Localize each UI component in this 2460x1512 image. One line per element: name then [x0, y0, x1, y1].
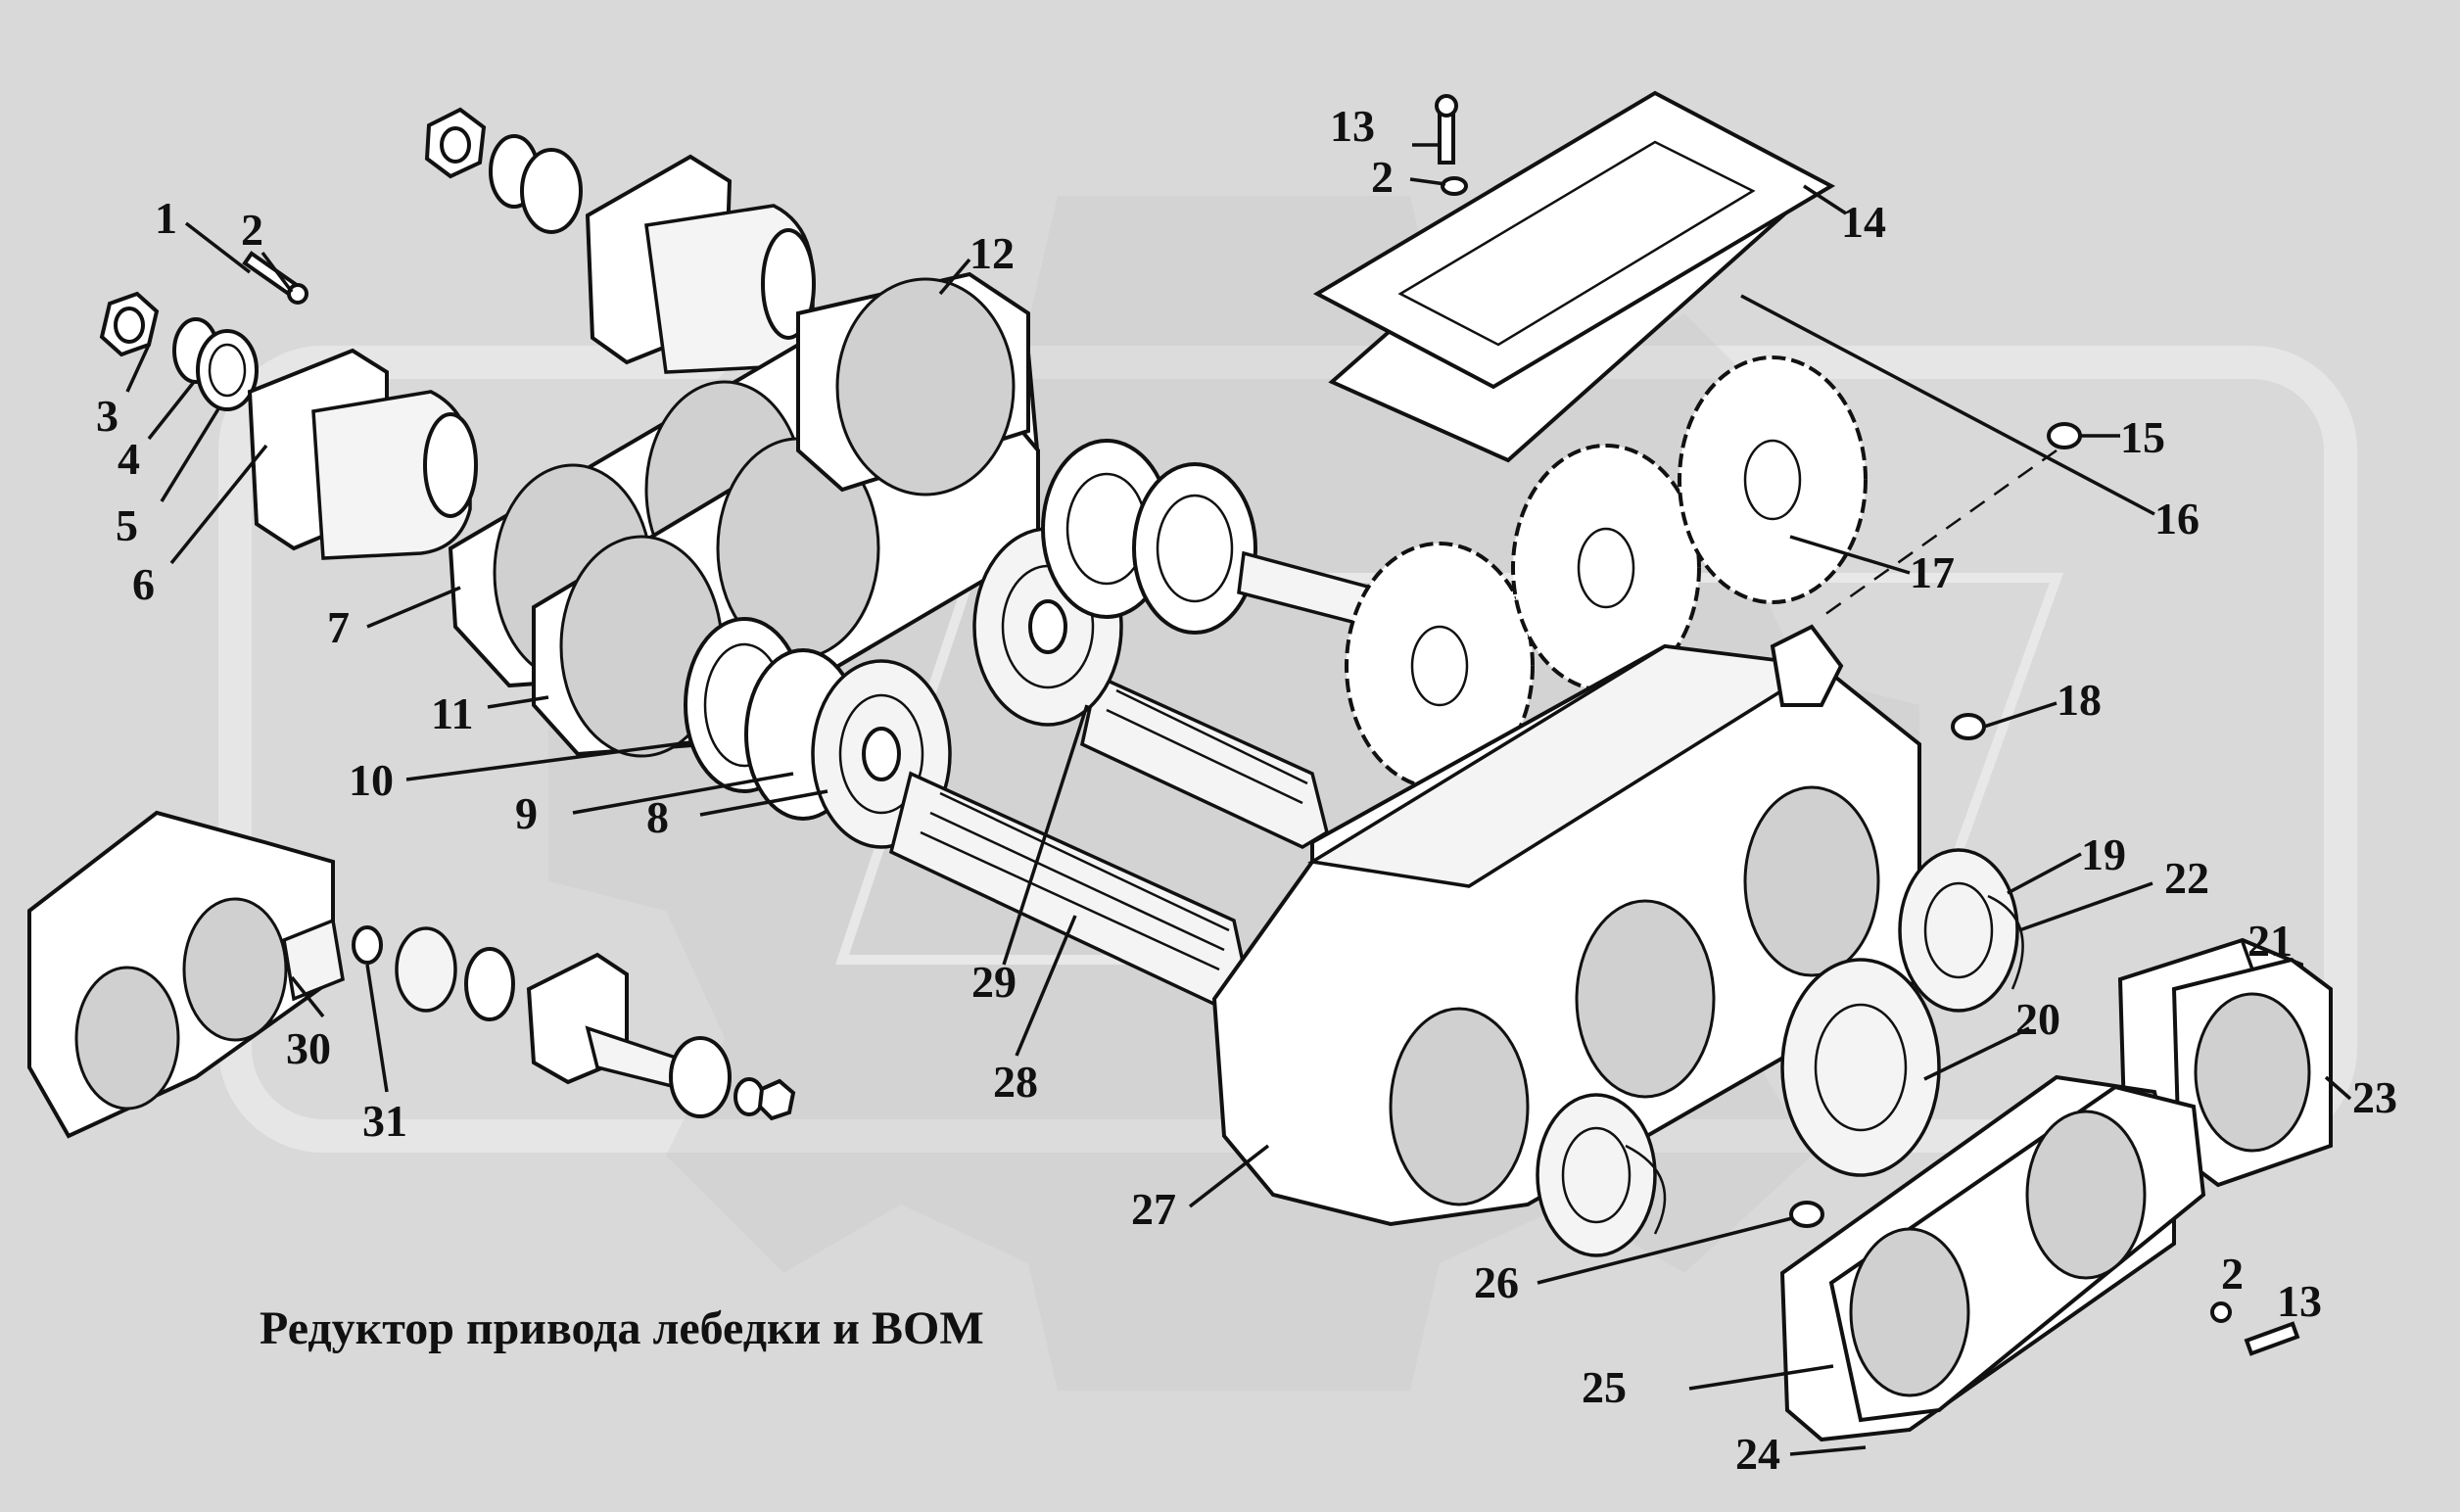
bolt-13-bottom	[2244, 1321, 2300, 1356]
gear-17	[1678, 355, 1868, 604]
callout-19: 19	[2081, 829, 2126, 879]
callout-14: 14	[1841, 197, 1886, 247]
gasket-set	[448, 271, 1041, 758]
plug-15	[2047, 422, 2082, 449]
right-bearings	[1536, 848, 2024, 1257]
callout-22: 22	[2164, 853, 2209, 903]
callout-9: 9	[515, 788, 538, 838]
input-flange-assembly	[99, 251, 478, 560]
callout-4: 4	[118, 434, 140, 484]
housing-bore-b	[1575, 899, 1716, 1099]
bearing-upper-b	[1132, 462, 1257, 635]
callout-2-bottom: 2	[2221, 1249, 2244, 1299]
circlip-lower	[1625, 1144, 1667, 1235]
callout-20: 20	[2015, 994, 2060, 1044]
diagram-caption: Редуктор привода лебедки и ВОМ	[260, 1302, 984, 1354]
ring-31	[352, 925, 383, 965]
leader-lines	[125, 143, 2352, 1456]
callout-27: 27	[1131, 1184, 1176, 1234]
callout-13-bottom: 13	[2277, 1276, 2322, 1326]
upper-flange-assembly	[424, 107, 816, 374]
callout-5: 5	[116, 500, 138, 550]
gasket-12-hole	[835, 277, 1016, 496]
right-covers	[1779, 937, 2333, 1442]
housing-bore-a	[1389, 1007, 1530, 1206]
callout-labels: 1 2 3 4 5 6 7 8 9 10 11 12 13 2 14 15 16…	[96, 101, 2397, 1479]
callout-2-top-left: 2	[241, 205, 263, 255]
callout-12: 12	[970, 228, 1015, 278]
housing-27	[1211, 422, 2082, 1228]
callout-30: 30	[286, 1023, 331, 1073]
upper-washer-b	[520, 148, 583, 234]
top-cover	[1312, 90, 1836, 463]
housing-bore-c	[1743, 785, 1880, 977]
bearing-19	[1898, 848, 2019, 1013]
callout-7: 7	[327, 602, 350, 652]
callout-1: 1	[155, 193, 177, 243]
circlip-22	[1987, 894, 2024, 990]
callout-10: 10	[349, 755, 394, 805]
callout-6: 6	[132, 559, 155, 609]
filler-boss	[1770, 624, 1844, 707]
lower-left-assembly	[27, 810, 796, 1139]
callout-8: 8	[646, 792, 669, 842]
callout-15: 15	[2120, 412, 2165, 462]
nut-3-hole	[114, 307, 145, 344]
callout-29: 29	[971, 957, 1017, 1007]
callout-11: 11	[431, 688, 473, 738]
flange-6-spline	[423, 412, 478, 518]
callout-21: 21	[2247, 916, 2293, 966]
washer-2-top	[1441, 176, 1468, 196]
callout-3: 3	[96, 391, 118, 441]
spline-30	[282, 918, 345, 1002]
washer-2-bottom	[2210, 1301, 2232, 1323]
plug-26	[1789, 1201, 1824, 1228]
callout-25: 25	[1582, 1362, 1627, 1412]
lower-bearing	[395, 926, 457, 1013]
callout-17: 17	[1910, 547, 1955, 597]
lower-housing	[27, 810, 335, 1139]
callout-13-top: 13	[1330, 101, 1375, 151]
shaft-assembly	[888, 439, 1373, 1012]
washer-2	[287, 283, 308, 305]
bearing-lower	[1536, 1093, 1657, 1257]
plug-18	[1951, 713, 1986, 740]
washer-5	[196, 329, 259, 411]
callout-2-top: 2	[1371, 152, 1394, 202]
callout-31: 31	[362, 1096, 407, 1146]
callout-23: 23	[2352, 1072, 2397, 1122]
callout-18: 18	[2057, 675, 2102, 725]
callout-16: 16	[2154, 494, 2200, 543]
housing-body	[1211, 643, 1921, 1227]
callout-24: 24	[1735, 1429, 1780, 1479]
callout-26: 26	[1474, 1257, 1519, 1307]
bearing-20	[1780, 958, 1941, 1177]
callout-28: 28	[993, 1057, 1038, 1107]
